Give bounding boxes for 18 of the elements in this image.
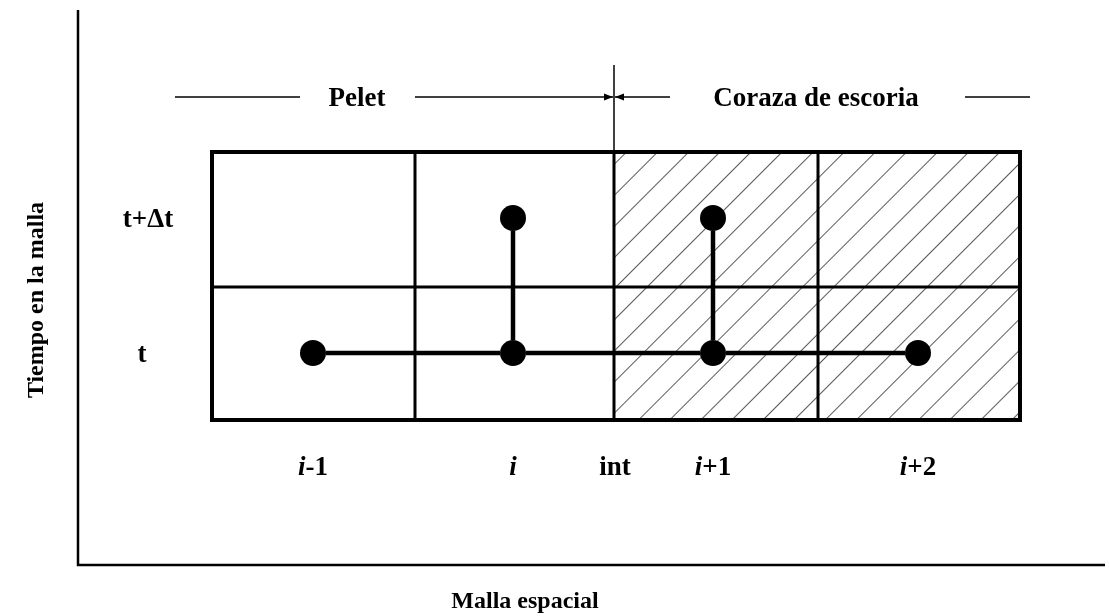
node-index-label: i+2: [899, 452, 937, 480]
node-index-label: i+1: [694, 452, 732, 480]
connector-line: [726, 350, 905, 356]
node-index-label: i-1: [298, 452, 328, 480]
region-label: Pelet: [328, 83, 386, 111]
axis-title: Malla espacial: [451, 588, 599, 612]
time-label: t+Δt: [122, 204, 174, 232]
grid-point: [300, 340, 326, 366]
time-label: t: [137, 339, 147, 367]
grid-point: [500, 340, 526, 366]
connector-line: [526, 350, 700, 356]
axis-title: Tiempo en la malla: [23, 201, 47, 399]
grid-point: [500, 205, 526, 231]
connector-line: [510, 231, 516, 340]
node-index-label: i: [509, 452, 517, 480]
interface-label: int: [599, 452, 631, 480]
connector-line: [326, 350, 500, 356]
region-label: Coraza de escoria: [713, 83, 919, 111]
